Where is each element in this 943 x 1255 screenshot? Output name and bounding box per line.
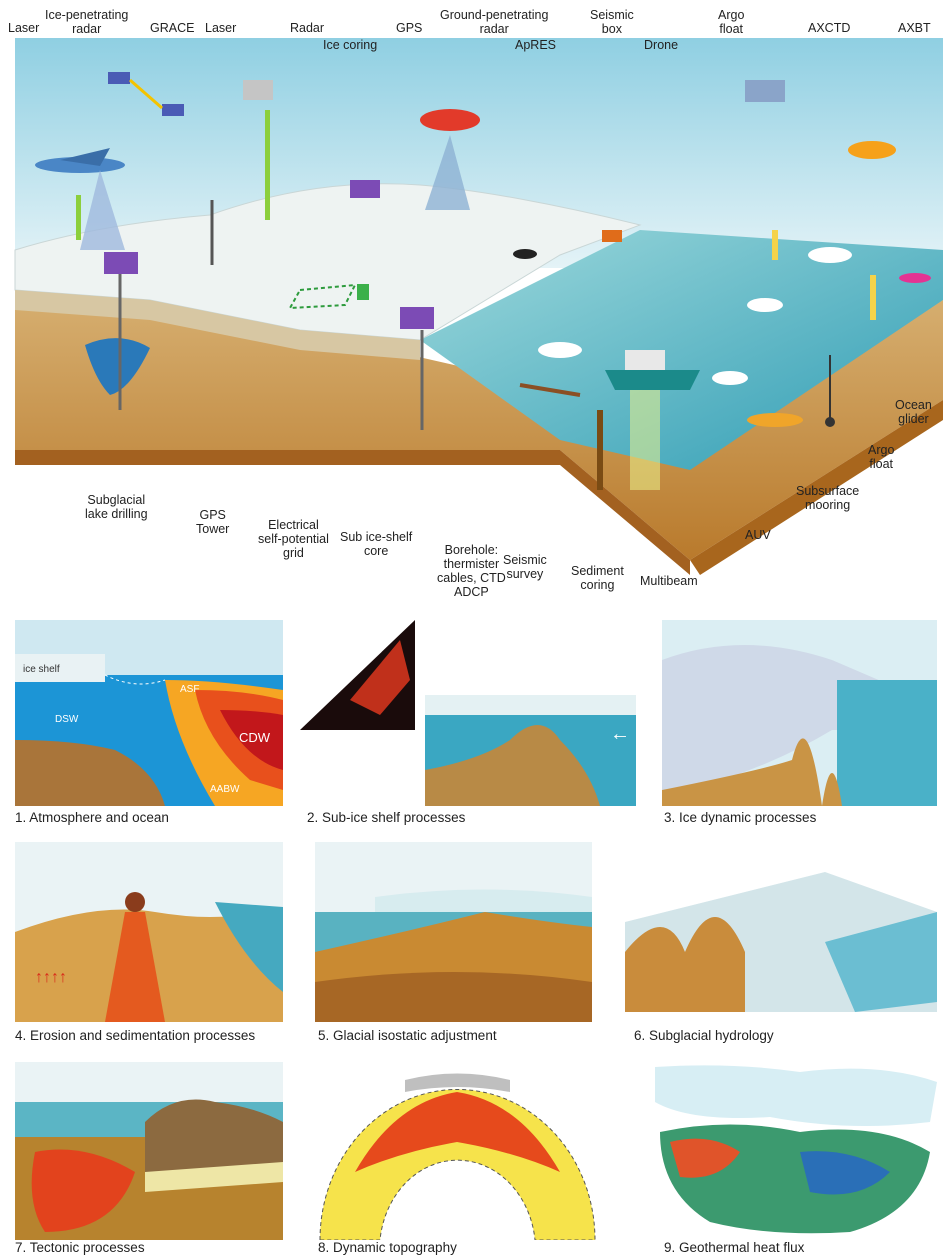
label-radar: Radar bbox=[290, 21, 325, 35]
label-gps-top: GPS bbox=[396, 21, 423, 35]
bedrock bbox=[15, 270, 943, 560]
caption-7: 7. Tectonic processes bbox=[15, 1240, 145, 1255]
label-ice-shelf: ice shelf bbox=[23, 664, 60, 675]
label-auv: AUV bbox=[745, 528, 771, 542]
label-apres: ApRES bbox=[515, 38, 556, 52]
label-cdw: CDW bbox=[239, 730, 271, 745]
caption-1: 1. Atmosphere and ocean bbox=[15, 810, 169, 825]
label-axbt: AXBT bbox=[898, 21, 931, 35]
grace-satellite-icon bbox=[108, 72, 184, 116]
caption-5: 5. Glacial isostatic adjustment bbox=[318, 1028, 497, 1043]
caption-6: 6. Subglacial hydrology bbox=[634, 1028, 774, 1043]
caption-8: 8. Dynamic topography bbox=[318, 1240, 457, 1255]
label-laser-mid: Laser bbox=[205, 21, 237, 35]
hut bbox=[104, 252, 138, 274]
label-grace: GRACE bbox=[150, 21, 195, 35]
panel-isostatic bbox=[315, 842, 592, 1022]
helicopter-small-icon bbox=[848, 141, 896, 159]
caption-9: 9. Geothermal heat flux bbox=[664, 1240, 805, 1255]
panel-erosion: ↑↑↑↑ bbox=[15, 842, 283, 1022]
arrow-left-icon: ← bbox=[610, 723, 630, 745]
panel-atmosphere-ocean: ice shelf ASF DSW CDW AABW bbox=[15, 620, 283, 806]
panel-geothermal bbox=[650, 1062, 937, 1240]
satellite-right-icon bbox=[745, 80, 785, 102]
label-aabw: AABW bbox=[210, 784, 240, 795]
main-diagram bbox=[0, 0, 943, 600]
label-multibeam: Multibeam bbox=[640, 574, 698, 588]
main-diagram-art bbox=[14, 38, 943, 575]
panel-tectonic bbox=[15, 1062, 283, 1240]
label-laser-left: Laser bbox=[8, 21, 40, 35]
label-asf: ASF bbox=[180, 684, 199, 695]
label-axctd: AXCTD bbox=[808, 21, 851, 35]
airplane-icon bbox=[35, 148, 125, 173]
panel-sub-ice-shelf: ← bbox=[300, 620, 636, 806]
caption-4: 4. Erosion and sedimentation processes bbox=[15, 1028, 256, 1043]
helicopter-icon bbox=[420, 109, 480, 131]
caption-2: 2. Sub-ice shelf processes bbox=[307, 810, 466, 825]
ocean bbox=[420, 230, 943, 470]
label-drone: Drone bbox=[644, 38, 679, 52]
panel-dynamic-topography bbox=[315, 1062, 600, 1240]
label-ice-coring: Ice coring bbox=[323, 38, 378, 52]
panel-subglacial-hydrology bbox=[625, 842, 937, 1022]
satellite-icon bbox=[243, 80, 273, 100]
panel-ice-dynamic bbox=[662, 620, 937, 806]
ship-icon bbox=[605, 350, 700, 390]
caption-3: 3. Ice dynamic processes bbox=[664, 810, 817, 825]
svg-text:↑↑↑↑: ↑↑↑↑ bbox=[35, 969, 67, 986]
label-dsw: DSW bbox=[55, 714, 79, 725]
